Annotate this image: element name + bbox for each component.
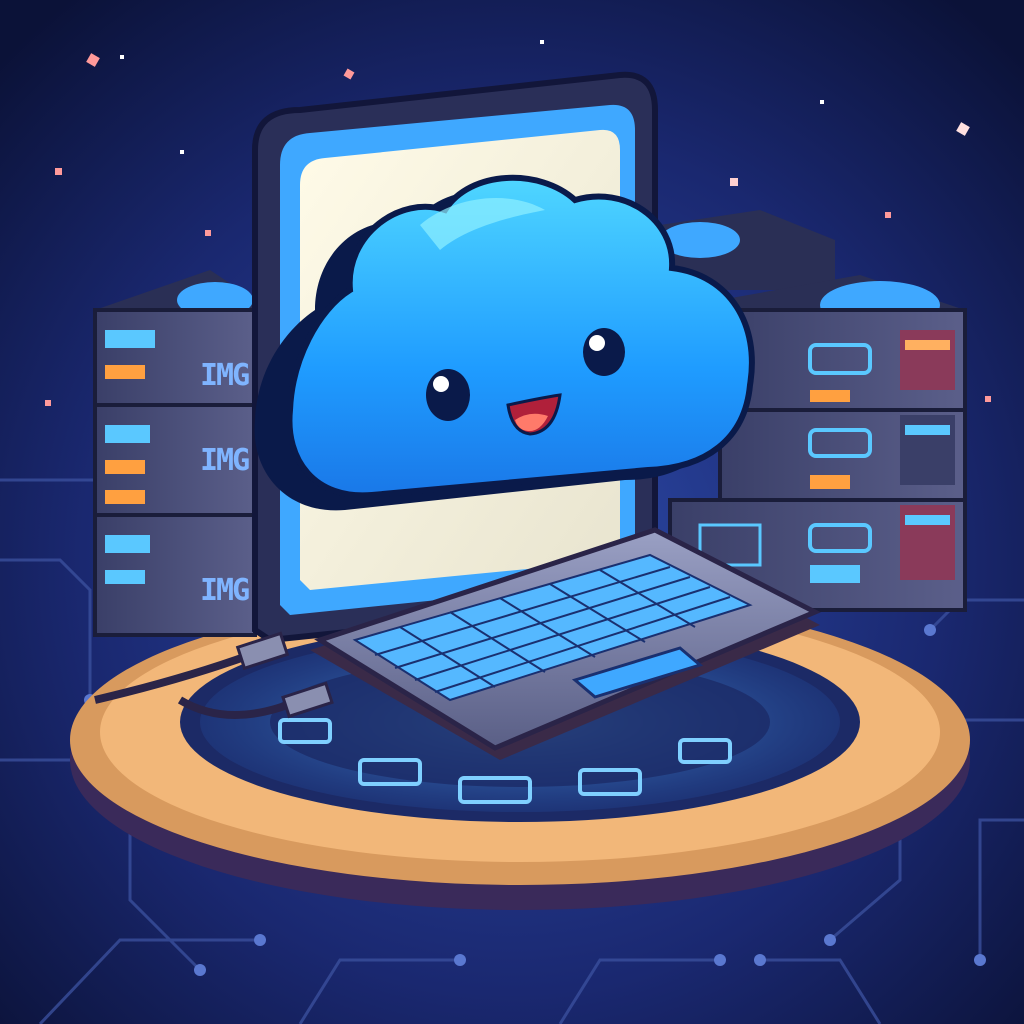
laptop-base xyxy=(310,527,821,760)
server-unit: IMG xyxy=(93,513,257,637)
trackpad xyxy=(571,646,704,699)
server-unit: IMG xyxy=(93,308,257,407)
usb-connector xyxy=(235,631,334,719)
laptop xyxy=(94,71,821,760)
server-label: IMG xyxy=(200,358,249,393)
server-unit xyxy=(718,308,967,412)
sparkles xyxy=(45,40,991,406)
server-unit: IMG xyxy=(93,403,257,517)
server-stack-right xyxy=(660,210,967,612)
server-unit xyxy=(718,408,967,502)
server-label: IMG xyxy=(200,443,249,478)
server-unit xyxy=(668,498,967,612)
keyboard xyxy=(352,553,753,702)
keyboard-keys xyxy=(374,566,731,693)
mascot-face xyxy=(426,328,625,436)
server-stack-left: IMG IMG IMG xyxy=(93,270,257,637)
server-label: IMG xyxy=(200,573,249,608)
cloud-mascot xyxy=(254,174,755,511)
